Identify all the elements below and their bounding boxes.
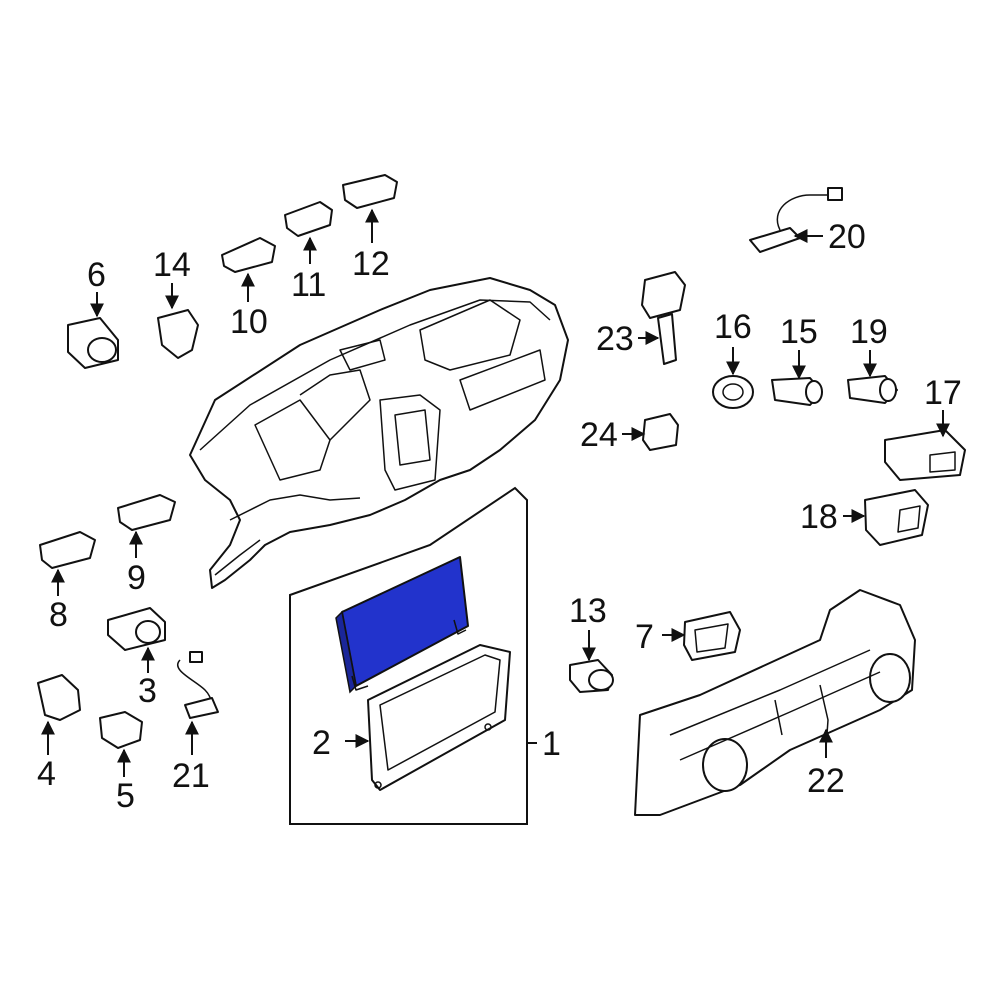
part-20-harness bbox=[749, 187, 843, 253]
callout-3: 3 bbox=[138, 672, 157, 710]
part-7-switch bbox=[683, 611, 741, 661]
callout-14: 14 bbox=[153, 246, 191, 284]
cluster-group-frame bbox=[289, 486, 528, 825]
callout-24: 24 bbox=[580, 416, 618, 454]
dashboard-frame bbox=[189, 277, 569, 589]
callout-23: 23 bbox=[596, 320, 634, 358]
callout-2: 2 bbox=[312, 724, 331, 762]
part-13-knob bbox=[569, 659, 614, 693]
part-19-socket bbox=[847, 375, 898, 404]
part-16-ring bbox=[712, 375, 754, 409]
callout-12: 12 bbox=[352, 245, 390, 283]
part-5-switch bbox=[99, 711, 143, 749]
callout-22: 22 bbox=[807, 762, 845, 800]
callout-13: 13 bbox=[569, 592, 607, 630]
part-3-knob bbox=[107, 607, 166, 651]
callout-18: 18 bbox=[800, 498, 838, 536]
callout-5: 5 bbox=[116, 777, 135, 815]
part-15-socket bbox=[771, 377, 823, 406]
callout-15: 15 bbox=[780, 313, 818, 351]
part-24-switch bbox=[642, 413, 679, 451]
part-21-harness bbox=[177, 651, 219, 719]
part-10-switch bbox=[221, 237, 276, 273]
part-12-switch bbox=[342, 174, 398, 209]
callout-21: 21 bbox=[172, 757, 210, 795]
part-8-switch bbox=[39, 531, 96, 569]
part-11-switch bbox=[284, 201, 333, 237]
cluster-display-panel[interactable] bbox=[335, 556, 469, 694]
callout-11: 11 bbox=[291, 266, 326, 304]
callout-16: 16 bbox=[714, 308, 752, 346]
callout-20: 20 bbox=[828, 218, 866, 256]
part-9-switch bbox=[117, 494, 176, 531]
callout-17: 17 bbox=[924, 374, 962, 412]
callout-9: 9 bbox=[127, 559, 146, 597]
part-4-bracket bbox=[37, 674, 81, 721]
part-22-climate-control bbox=[634, 589, 916, 816]
callout-8: 8 bbox=[49, 596, 68, 634]
cluster-housing bbox=[367, 644, 511, 791]
callout-6: 6 bbox=[87, 256, 106, 294]
part-23-sensor bbox=[641, 271, 686, 365]
part-17-module bbox=[884, 429, 966, 481]
part-6-knob bbox=[67, 317, 119, 369]
callout-labels: 1 2 3 4 5 6 7 8 9 10 11 12 13 14 15 16 1… bbox=[37, 218, 962, 815]
part-14-clip bbox=[157, 309, 199, 359]
callout-4: 4 bbox=[37, 755, 56, 793]
callout-10: 10 bbox=[230, 303, 268, 341]
part-18-module bbox=[864, 489, 929, 546]
callout-7: 7 bbox=[635, 618, 654, 656]
leader-arrows bbox=[41, 208, 950, 777]
callout-1: 1 bbox=[542, 725, 561, 763]
callout-19: 19 bbox=[850, 313, 888, 351]
